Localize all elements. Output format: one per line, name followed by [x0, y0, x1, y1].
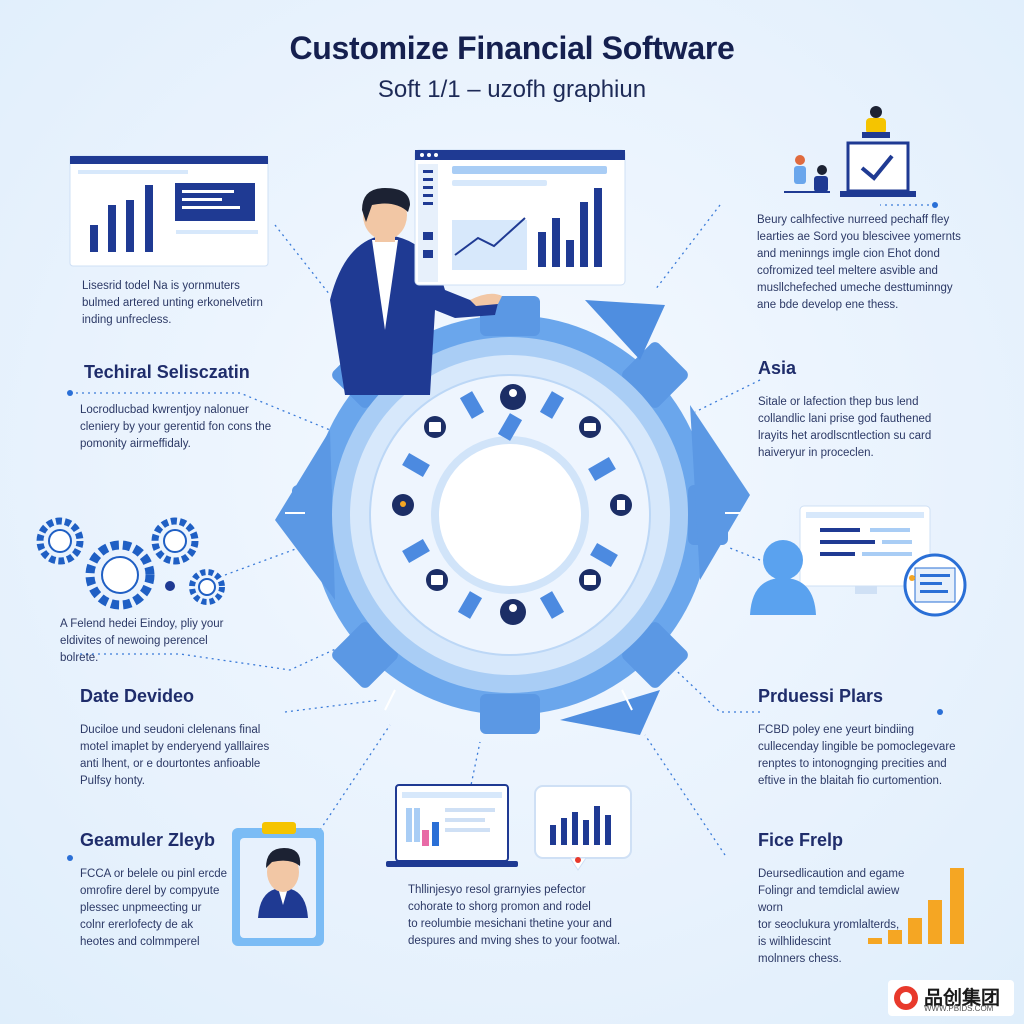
gears-cluster-illustration — [36, 517, 225, 610]
text-line: and meninngs imgle cion Ehot dond — [757, 248, 940, 260]
text-line: Deursedlicaution and egame — [758, 868, 905, 880]
text-block-technical: Locrodlucbad kwrentjoy nalonuer cleniery… — [80, 402, 280, 453]
text-line: collandlic lani prise god fauthened — [758, 413, 932, 425]
text-line: bolrete. — [60, 652, 99, 664]
text-line: is wilhlidescint — [758, 936, 831, 948]
presenter-illustration — [330, 188, 502, 395]
heading-gamuler: Geamuler Zleyb — [80, 830, 216, 850]
text-line: lrayits het arodlscntlection su card — [758, 430, 932, 442]
user-monitor-illustration — [750, 505, 967, 617]
connector-dots — [67, 202, 943, 861]
page-subtitle: Soft 1/1 – uzofh graphiun — [377, 76, 647, 103]
text-line: ane bde develop ene thess. — [757, 299, 899, 311]
text-line: Pulfsy honty. — [80, 775, 145, 787]
text-line: eldivites of newoing perencel — [60, 635, 208, 647]
text-line: Folingr and temdiclal awiew worn — [758, 885, 900, 914]
heading-produeasi: Prduessi Plars — [758, 686, 884, 706]
laptop-chart-illustration — [386, 784, 632, 871]
text-block-asia: Sitale or lafection thep bus lend collan… — [758, 394, 958, 462]
text-line: Thllinjesyo resol grarnyies pefector — [408, 884, 586, 896]
text-block-top-left: Lisesrid todel Na is yornmuters bulmed a… — [82, 278, 282, 329]
text-line: cohorate to shorg promon and rodel — [408, 901, 591, 913]
text-block-date: Duciloe und seudoni clelenans final mote… — [80, 722, 290, 790]
text-line: tor seoclukura yromlalterds, — [758, 919, 900, 931]
heading-asia: Asia — [758, 358, 797, 378]
text-line: FCBD poley ene yeurt bindiing — [758, 724, 914, 736]
text-line: renptes to intonognging precities and — [758, 758, 947, 770]
laptop-check-illustration — [784, 106, 916, 197]
dashboard-screen-illustration — [414, 149, 626, 286]
text-line: to reolumbie mesichani thetine your and — [408, 918, 612, 930]
logo-mark-icon — [894, 986, 918, 1010]
text-block-gears: A Felend hedei Eindoy, pliy your eldivit… — [60, 616, 250, 667]
text-line: heotes and colmmperel — [80, 936, 200, 948]
text-block-produeasi: FCBD poley ene yeurt bindiing cullecenda… — [758, 722, 968, 790]
text-line: bulmed artered unting erkonelvetirn — [82, 297, 263, 309]
text-line: cofromized teel meltere asvible and — [757, 265, 938, 277]
text-line: learties ae Sord you blescivee yomernts — [757, 231, 961, 243]
text-line: motel imaplet by enderyend yalllaires — [80, 741, 270, 753]
logo-name: 品创集团 — [924, 988, 1001, 1009]
text-line: omrofire derel by compyute — [80, 885, 220, 897]
chart-card-top-left — [69, 155, 269, 267]
text-line: cleniery by your gerentid fon cons the — [80, 421, 272, 433]
heading-technical: Techiral Selisczatin — [84, 362, 250, 382]
heading-date: Date Devideo — [80, 686, 195, 706]
text-line: musllchefeched umeche desttuminngy — [757, 282, 953, 294]
text-block-bottom-center: Thllinjesyo resol grarnyies pefector coh… — [408, 882, 638, 950]
text-line: haiveryur in proceclen. — [758, 447, 874, 459]
text-block-top-right: Beury calhfective nurreed pechaff fley l… — [757, 212, 967, 314]
text-line: Sitale or lafection thep bus lend — [758, 396, 919, 408]
heading-fice: Fice Frelp — [758, 830, 844, 850]
text-line: A Felend hedei Eindoy, pliy your — [60, 618, 224, 630]
text-line: molnners chess. — [758, 953, 842, 965]
portrait-frame-illustration — [232, 822, 324, 946]
text-line: Duciloe und seudoni clelenans final — [80, 724, 261, 736]
outer-gear — [275, 296, 750, 735]
text-block-gamuler: FCCA or belele ou pinl ercde omrofire de… — [80, 866, 240, 951]
text-block-fice: Deursedlicaution and egame Folingr and t… — [758, 866, 918, 968]
brand-logo: 品创集团 WWW.PBIDS.COM — [888, 980, 1014, 1016]
text-line: FCCA or belele ou pinl ercde — [80, 868, 228, 880]
text-line: cullecenday lingible be pomoclegevare — [758, 741, 956, 753]
page-title: Customize Financial Software — [289, 30, 735, 66]
logo-url: WWW.PBIDS.COM — [924, 1004, 994, 1013]
text-line: Locrodlucbad kwrentjoy nalonuer — [80, 404, 249, 416]
text-line: plessec unpmeecting ur — [80, 902, 202, 914]
text-line: colnr ererlofecty de ak — [80, 919, 194, 931]
text-line: pomonity airmeffidaly. — [80, 438, 191, 450]
text-line: despures and mving shes to your footwal. — [408, 935, 621, 947]
text-line: Beury calhfective nurreed pechaff fley — [757, 214, 950, 226]
text-line: Lisesrid todel Na is yornmuters — [82, 280, 240, 292]
text-line: eftive in the blaitah fio curtomention. — [758, 775, 943, 787]
text-line: inding unfrecless. — [82, 314, 172, 326]
growth-bars-illustration — [868, 868, 964, 944]
text-line: anti lhent, or e dourtontes anfioable — [80, 758, 261, 770]
